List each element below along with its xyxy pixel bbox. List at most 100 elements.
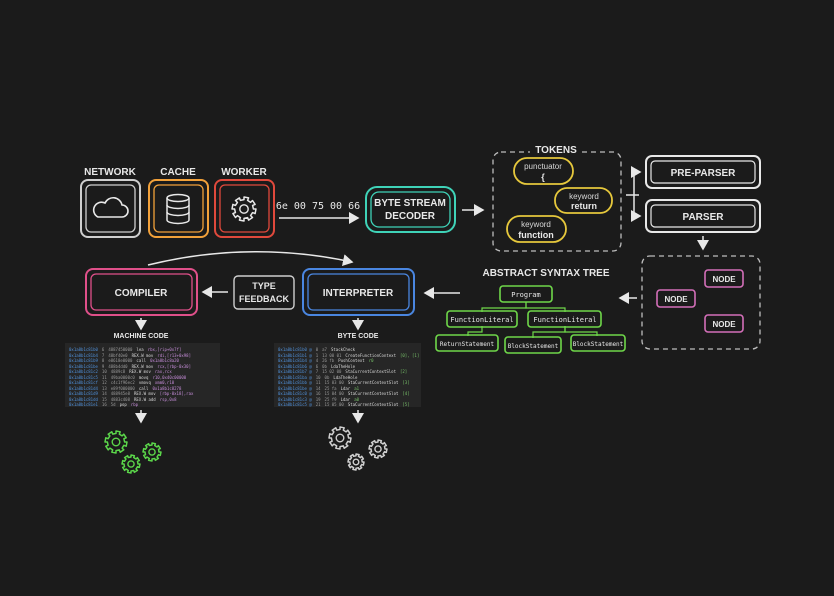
code-token: REX.W mov [129,369,151,374]
code-token: 0x1a8b1c81dd [69,396,98,402]
token-type: keyword [521,220,551,229]
code-token: 0x1a8b1c81c0 @ [278,391,312,396]
code-token: 488945e8 [110,391,130,396]
code-token: 0x1a8b1c81b9 [69,358,98,363]
parser: PARSER [645,199,761,233]
code-token: rax,rcx [154,369,172,374]
code-token: 19 [315,396,321,402]
machine-code-execution-gears [104,430,162,474]
type-feedback-line1: TYPE [252,281,276,291]
code-token: rbx,[rip+0x7f] [147,347,182,352]
code-token: 10 [315,374,321,380]
code-token: a1 [354,385,360,391]
type-feedback-line2: FEEDBACK [239,294,290,304]
compiler: COMPILER [85,268,198,316]
code-token: 6 [101,347,105,352]
code-token: LdaTheHole [330,363,356,369]
node: NODE [704,269,744,288]
code-token: 26 fb [322,358,335,363]
code-token: e8618e0000 [108,358,133,363]
code-token: 0x1a8b1c81be [69,363,98,369]
code-token: StackCheck [330,347,356,352]
source-worker: WORKER [214,167,275,238]
code-token: REX.W mov [131,363,154,369]
pre-parser: PRE-PARSER [645,155,761,189]
node: NODE [704,314,744,333]
svg-text:BlockStatement: BlockStatement [573,341,624,348]
code-token: xmm0,r10 [154,380,175,385]
interpreter-label: INTERPRETER [323,288,394,299]
ast-function-literal: FunctionLiteral [527,310,602,328]
code-token: 14 [101,391,107,396]
interpreter: INTERPRETER [302,268,415,316]
gear-icon [368,439,388,459]
code-token: 15 05 00 [324,402,344,407]
code-token: 0 [315,347,319,352]
code-token: 0x1a8b1c81b4 @ [278,358,312,363]
code-token: 7 [101,352,105,358]
code-token: call [138,385,149,391]
code-token: 0b [322,363,327,369]
byte-code-label: BYTE CODE [338,333,379,340]
decoder-line1: BYTE STREAM [374,198,446,209]
worker-label: WORKER [221,167,267,178]
svg-text:FunctionLiteral: FunctionLiteral [450,316,513,324]
pre-parser-label: PRE-PARSER [671,168,737,179]
code-token: REX.W mov [134,391,156,396]
code-token: 0x1a8b1c81c3 @ [278,396,312,402]
code-token: 13 [101,385,107,391]
network-label: NETWORK [84,167,136,178]
code-token: Ldar [340,396,351,402]
code-token: 0x1a8b1c81b0 [69,347,98,352]
code-token: 0x1a8b1c81ba @ [278,374,312,380]
code-token: [0], [1] [399,352,420,358]
code-token: 0x1a8b1c8278 [152,385,182,391]
source-network: NETWORK [80,167,141,238]
gear-icon [328,426,352,450]
gear-icon [104,430,128,454]
code-token: REX.W add [134,396,156,402]
code-token: 4 [315,358,319,363]
token-type: keyword [569,192,599,201]
abstract-syntax-tree: ABSTRACT SYNTAX TREE Program FunctionLit… [435,268,626,354]
code-token: lea [136,347,144,352]
code-token: c4c1f96ec2 [110,380,135,385]
gear-icon [142,442,162,462]
code-token: rsp,0x8 [159,396,177,402]
code-token: 488b4dd0 [108,363,128,369]
code-token: REX.W mov [131,352,154,358]
token-keyword-function: keyword function [506,215,567,243]
node: NODE [656,289,696,308]
code-token: 14 [315,385,321,391]
code-token: a7 [322,347,327,352]
code-token: 0x1a8b1c81b4 [69,352,98,358]
compiler-label: COMPILER [115,288,169,299]
code-token: r10,0x40c00000 [152,374,187,380]
code-token: 15 04 00 [324,391,344,396]
code-token: 0x1a8b1c81d9 [69,391,98,396]
code-token: 5d [110,402,116,407]
code-token: 16 [315,391,321,396]
database-icon [166,193,190,225]
token-type: punctuator [524,162,562,171]
svg-text:FunctionLiteral: FunctionLiteral [533,316,596,324]
code-token: [rbp-0x18],rax [159,391,194,396]
type-feedback: TYPE FEEDBACK [233,275,295,310]
code-token: [5] [402,402,410,407]
arrow-interpreter-to-compiler [147,250,354,266]
code-token: StaCurrentContextSlot [347,402,399,407]
